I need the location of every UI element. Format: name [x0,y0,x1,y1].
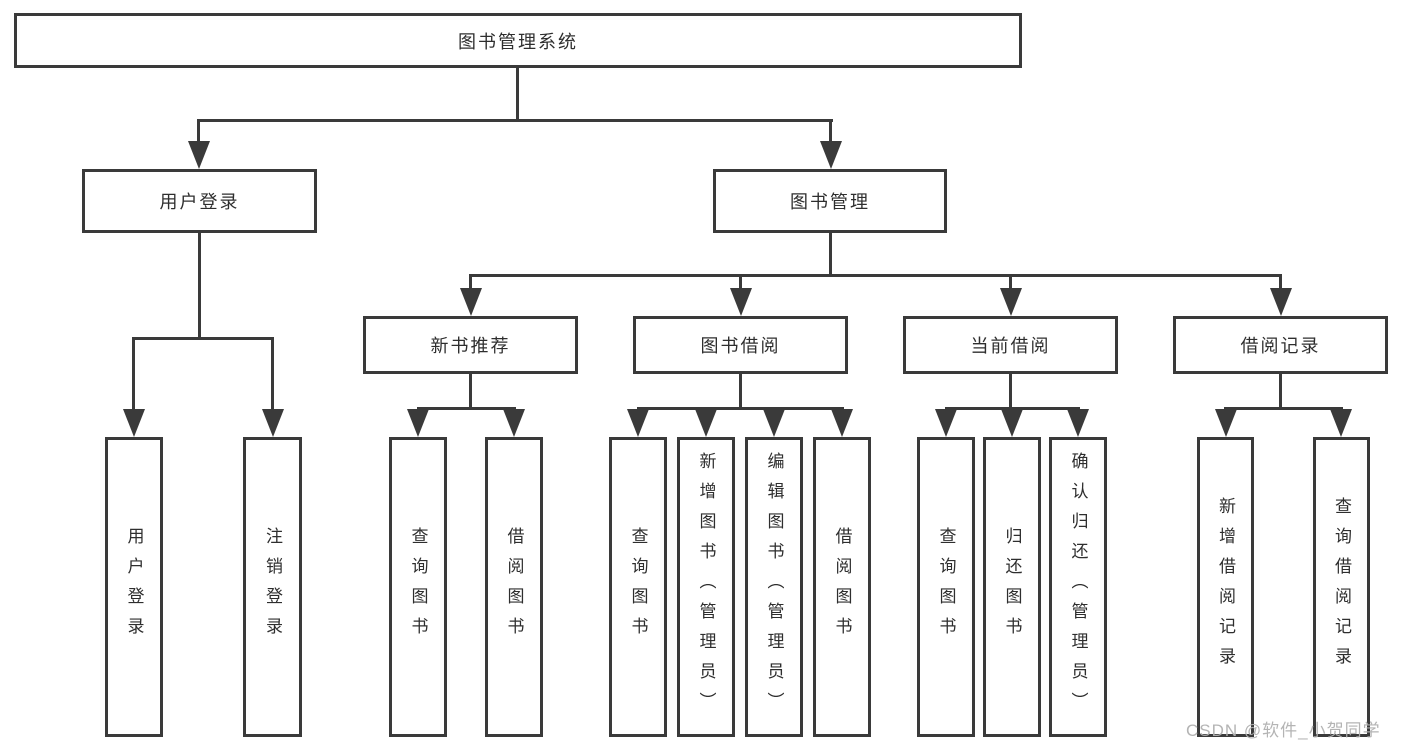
node-user-login-label: 用户登录 [159,192,240,212]
leaf-user-login-label: 用户登录 [124,527,144,647]
node-book-management-label: 图书管理 [790,192,870,212]
connector-stem [197,119,200,147]
arrow-down-icon [1215,409,1237,437]
connector-groupD-horizontal [1224,407,1343,410]
leaf-recommend-query-book-label: 查询图书 [408,527,428,647]
connector-mgmt-vertical [829,233,832,277]
connector-login-horizontal [133,337,274,340]
arrow-down-icon [1001,409,1023,437]
connector-login-vertical [198,233,201,340]
leaf-borrow-query-book: 查询图书 [609,437,667,737]
arrow-down-icon [460,288,482,316]
connector-stem [1279,274,1282,292]
node-user-login: 用户登录 [82,169,317,233]
connector-stem [1009,274,1012,292]
arrow-down-icon [407,409,429,437]
leaf-recommend-borrow-book: 借阅图书 [485,437,543,737]
arrow-down-icon [262,409,284,437]
leaf-add-borrow-record-label: 新增借阅记录 [1216,497,1235,677]
connector-groupA-horizontal [417,407,516,410]
leaf-recommend-query-book: 查询图书 [389,437,447,737]
arrow-down-icon [820,141,842,169]
arrow-down-icon [935,409,957,437]
node-borrow-records: 借阅记录 [1173,316,1388,374]
arrow-down-icon [695,409,717,437]
arrow-down-icon [1270,288,1292,316]
arrow-down-icon [730,288,752,316]
node-book-management: 图书管理 [713,169,947,233]
connector-stem [739,274,742,292]
node-root: 图书管理系统 [14,13,1022,68]
leaf-borrow-borrow-book: 借阅图书 [813,437,871,737]
leaf-logout-label: 注销登录 [263,527,282,647]
connector-stem [829,119,832,147]
leaf-borrow-borrow-book-label: 借阅图书 [832,527,852,647]
leaf-current-query-book: 查询图书 [917,437,975,737]
csdn-watermark: CSDN @软件_小贺同学 [1186,721,1381,740]
connector-groupB-vertical [739,374,742,410]
arrow-down-icon [1000,288,1022,316]
leaf-edit-book-admin-label: 编辑图书（管理员） [764,452,784,722]
connector-groupD-vertical [1279,374,1282,410]
arrow-down-icon [503,409,525,437]
arrow-down-icon [763,409,785,437]
leaf-return-book-label: 归还图书 [1002,527,1022,647]
leaf-borrow-query-book-label: 查询图书 [628,527,648,647]
node-book-borrow: 图书借阅 [633,316,848,374]
node-new-book-recommend-label: 新书推荐 [430,336,511,356]
arrow-down-icon [188,141,210,169]
connector-root-horizontal [197,119,833,122]
arrow-down-icon [1067,409,1089,437]
connector-stem [469,274,472,292]
leaf-return-book: 归还图书 [983,437,1041,737]
leaf-add-borrow-record: 新增借阅记录 [1197,437,1254,737]
node-current-borrow: 当前借阅 [903,316,1118,374]
connector-groupB-horizontal [637,407,843,410]
leaf-add-book-admin: 新增图书（管理员） [677,437,735,737]
arrow-down-icon [123,409,145,437]
leaf-logout: 注销登录 [243,437,302,737]
leaf-add-book-admin-label: 新增图书（管理员） [696,452,716,722]
leaf-confirm-return-admin: 确认归还（管理员） [1049,437,1107,737]
leaf-edit-book-admin: 编辑图书（管理员） [745,437,803,737]
connector-mgmt-horizontal [469,274,1282,277]
connector-groupC-vertical [1009,374,1012,410]
leaf-query-borrow-record-label: 查询借阅记录 [1332,497,1351,677]
arrow-down-icon [627,409,649,437]
leaf-current-query-book-label: 查询图书 [936,527,956,647]
leaf-recommend-borrow-book-label: 借阅图书 [504,527,524,647]
node-root-label: 图书管理系统 [458,31,578,52]
node-current-borrow-label: 当前借阅 [970,336,1051,356]
connector-stem [132,337,135,411]
node-new-book-recommend: 新书推荐 [363,316,578,374]
connector-root-vertical [516,66,519,122]
connector-groupA-vertical [469,374,472,410]
leaf-user-login: 用户登录 [105,437,163,737]
arrow-down-icon [831,409,853,437]
node-book-borrow-label: 图书借阅 [700,336,781,356]
leaf-query-borrow-record: 查询借阅记录 [1313,437,1370,737]
arrow-down-icon [1330,409,1352,437]
connector-stem [271,337,274,411]
leaf-confirm-return-admin-label: 确认归还（管理员） [1068,452,1088,722]
node-borrow-records-label: 借阅记录 [1240,336,1321,356]
